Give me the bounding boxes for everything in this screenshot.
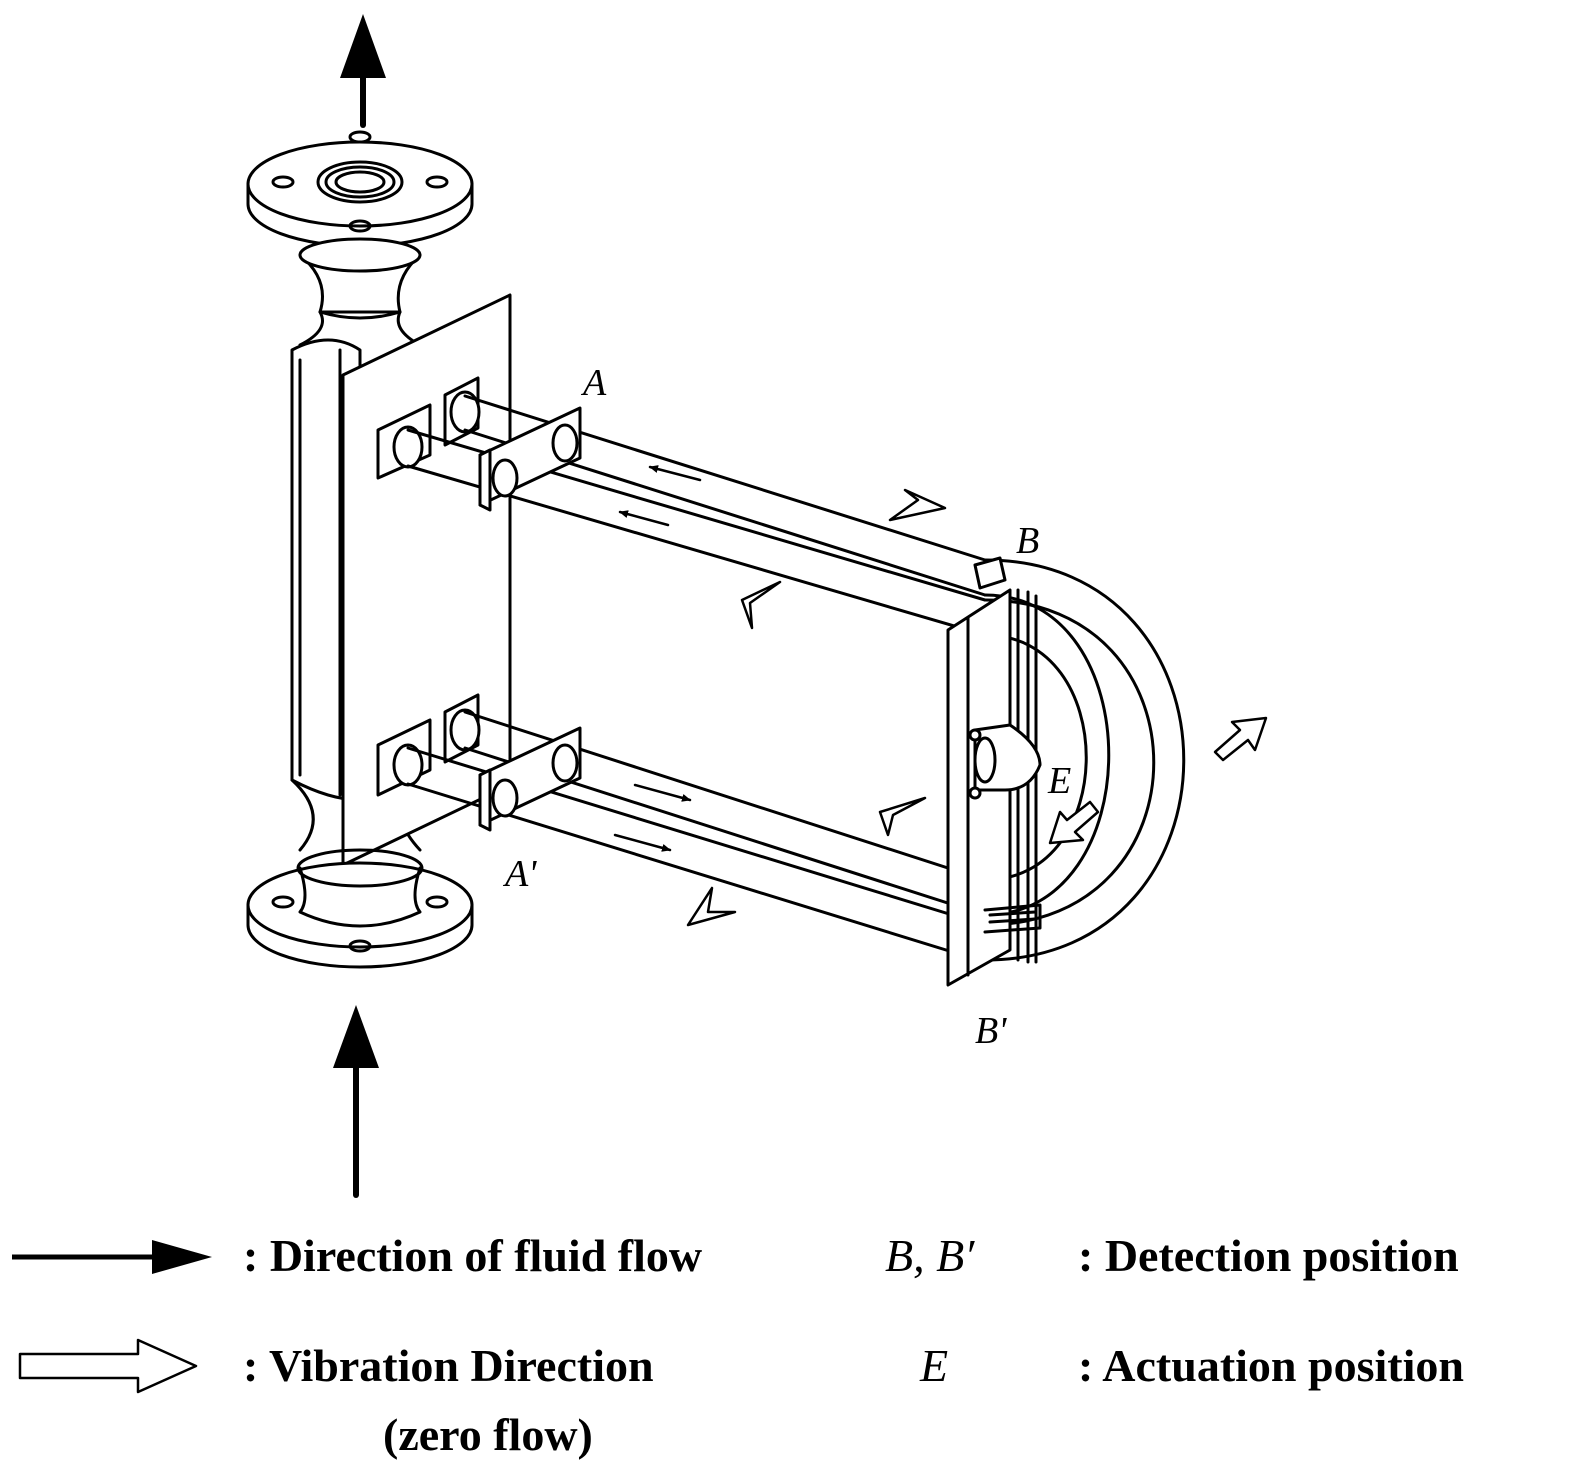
outlet-flange	[246, 130, 474, 248]
u-bends	[983, 558, 1186, 962]
label-A-prime: A'	[505, 853, 537, 895]
legend-actuation: : Actuation position	[1078, 1340, 1464, 1391]
label-A: A	[583, 362, 607, 404]
outlet-flow-arrow	[340, 14, 386, 128]
legend-vibration: : Vibration Direction	[243, 1340, 654, 1391]
outlet-neck	[298, 237, 422, 347]
label-B: B	[1016, 520, 1040, 562]
legend-fluid-flow: : Direction of fluid flow	[243, 1230, 703, 1281]
inlet-flow-arrow	[333, 1005, 379, 1198]
upper-tube-ports	[376, 376, 481, 480]
lower-tube-ports	[376, 693, 481, 797]
legend-actuation-symbol: E	[920, 1340, 949, 1391]
brace-A	[478, 406, 582, 512]
vibration-arrows-ubend	[1048, 716, 1268, 845]
legend-detection-symbol: B, B′	[885, 1230, 975, 1281]
tube-flow-arrows	[613, 465, 702, 852]
brace-A-prime	[478, 726, 582, 832]
label-E: E	[1048, 760, 1072, 802]
legend-detection: : Detection position	[1078, 1230, 1459, 1281]
actuator-E	[968, 723, 1042, 800]
coriolis-flowmeter-diagram	[246, 14, 1268, 1198]
label-B-prime: B'	[975, 1010, 1007, 1052]
fluid-flow-arrow-icon	[12, 1240, 212, 1274]
inlet-flange	[246, 848, 474, 969]
vibration-chevrons	[686, 488, 947, 927]
vibration-arrow-icon	[18, 1338, 198, 1394]
legend-vibration-note: (zero flow)	[383, 1409, 593, 1460]
